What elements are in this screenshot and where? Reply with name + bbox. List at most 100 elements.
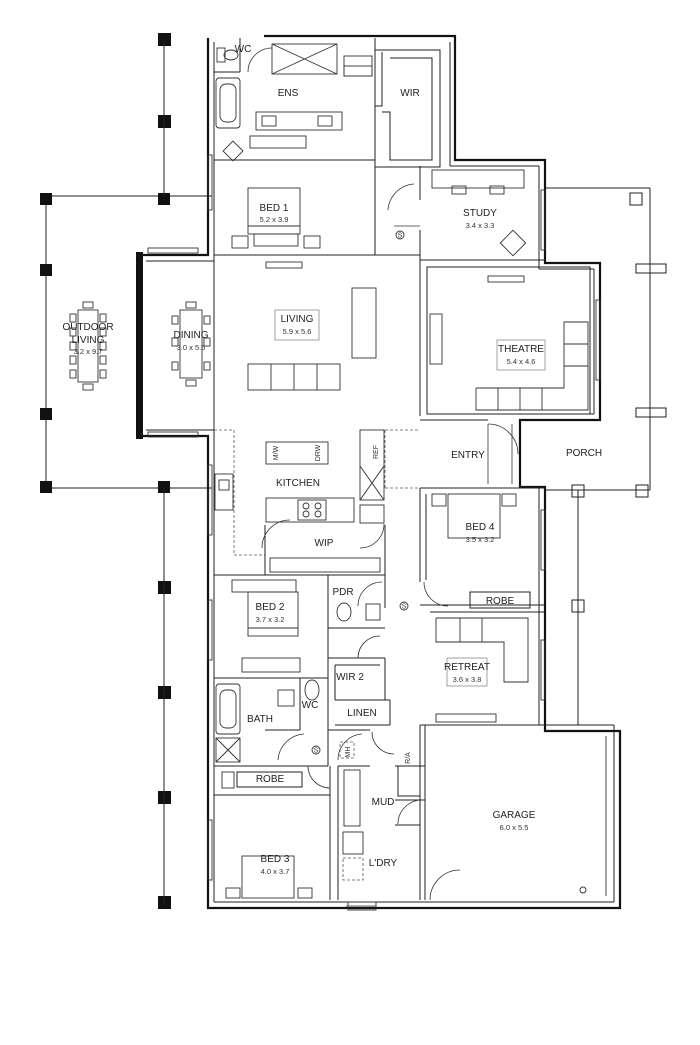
bed-icon [247,591,299,637]
sofa-icon [351,287,377,359]
svg-text:S: S [314,748,319,755]
room-bed3: BED 3 4.0 x 3.7 [261,854,290,876]
cooktop-icon [297,499,327,521]
room-retreat: RETREAT 3.6 x 3.8 [444,657,490,687]
label-fridge: REF [373,445,380,459]
vanity-icon [255,111,343,131]
basin-icon [277,689,295,707]
basin-icon [365,603,381,621]
room-name: BED 4 [466,522,495,533]
dining-bay-wall [136,252,143,439]
room-name: RETREAT [444,662,490,673]
armchair-icon [499,229,527,257]
label-wc-bath: WC [302,700,319,711]
room-bed1: BED 1 5.2 x 3.9 [260,203,289,224]
toilet-icon [216,47,239,63]
post [40,408,52,420]
post [158,193,170,205]
room-dining: DINING 3.0 x 5.6 [174,330,209,352]
label-laundry: L'DRY [369,858,398,869]
label-wc: WC [235,44,252,55]
label-wir2: WIR 2 [336,672,364,683]
room-dims: 3.5 x 3.2 [466,535,495,544]
shower-icon [271,43,338,75]
room-name: BED 1 [260,203,289,214]
kitchen-island-icon [265,441,329,465]
fixtures [171,43,607,911]
label-kitchen: KITCHEN [276,478,320,489]
bed-icon [241,855,295,899]
external-walls [136,34,622,910]
room-dims: 5.9 x 5.6 [283,327,312,336]
doors [247,47,519,907]
post [40,481,52,493]
room-garage: GARAGE 6.0 x 5.5 [493,810,536,832]
room-dims: 3.4 x 3.3 [466,221,495,230]
label-pdr: PDR [332,587,353,598]
label-porch: PORCH [566,448,602,459]
room-name: STUDY [463,208,497,219]
bed-icon [447,493,501,539]
bathtub-icon [215,77,241,129]
desk-icon [431,169,525,189]
label-mud: MUD [372,797,395,808]
label-robe-bed3: ROBE [256,774,285,785]
room-outdoor-living: OUTDOOR LIVING 3.2 x 9.7 [62,322,113,356]
sink-icon [214,473,234,511]
room-name: BED 3 [261,854,290,865]
armchair-icon [222,140,244,162]
room-dims: 5.4 x 4.6 [507,357,536,366]
internal-walls [214,38,591,900]
smoke-detector-icon: S [395,230,405,240]
room-dims: 3.6 x 3.8 [453,675,482,684]
sofa-icon [475,321,589,411]
label-robe-bed4: ROBE [486,596,515,607]
room-dims: 6.0 x 5.5 [500,823,529,832]
label-wip: WIP [315,538,334,549]
sofa-icon [435,617,529,683]
porch-area [545,187,667,725]
tv-unit-icon [429,313,443,365]
svg-text:S: S [402,604,407,611]
room-bed2: BED 2 3.7 x 3.2 [256,602,285,624]
room-name-line2: LIVING [72,335,105,346]
label-ens: ENS [278,88,299,99]
room-dims: 5.2 x 3.9 [260,215,289,224]
post [158,481,170,493]
post [40,193,52,205]
post [40,264,52,276]
smoke-detector-icon: S [399,601,409,611]
room-dims: 3.0 x 5.6 [177,343,206,352]
windows [147,154,601,881]
room-name: THEATRE [498,344,544,355]
room-name: DINING [174,330,209,341]
dining-table-icon [171,301,211,387]
room-dims: 4.0 x 3.7 [261,867,290,876]
outdoor-table-icon [69,301,107,391]
room-name: LIVING [281,314,314,325]
room-labels: OUTDOOR LIVING 3.2 x 9.7 DINING 3.0 x 5.… [62,44,602,876]
label-wir: WIR [400,88,419,99]
label-manhole: MH [345,747,352,758]
room-living: LIVING 5.9 x 5.6 [274,309,320,341]
label-microwave: M/W [273,445,280,460]
toilet-icon [336,602,352,622]
label-bath: BATH [247,714,273,725]
shower-icon [215,737,241,763]
room-name: GARAGE [493,810,536,821]
room-theatre: THEATRE 5.4 x 4.6 [496,339,546,371]
room-study: STUDY 3.4 x 3.3 [463,208,497,230]
room-name: OUTDOOR [62,322,113,333]
laundry-tub-icon [342,831,364,855]
garage-door-motor-icon [579,886,587,894]
toilet-icon [304,679,320,701]
svg-text:S: S [398,233,403,240]
bathtub-icon [215,683,241,735]
smoke-detector-icon: S [311,745,321,755]
room-name: BED 2 [256,602,285,613]
room-dims: 3.2 x 9.7 [74,347,103,356]
room-bed4: BED 4 3.5 x 3.2 [466,522,495,544]
label-entry: ENTRY [451,450,485,461]
fridge-space [359,429,385,501]
